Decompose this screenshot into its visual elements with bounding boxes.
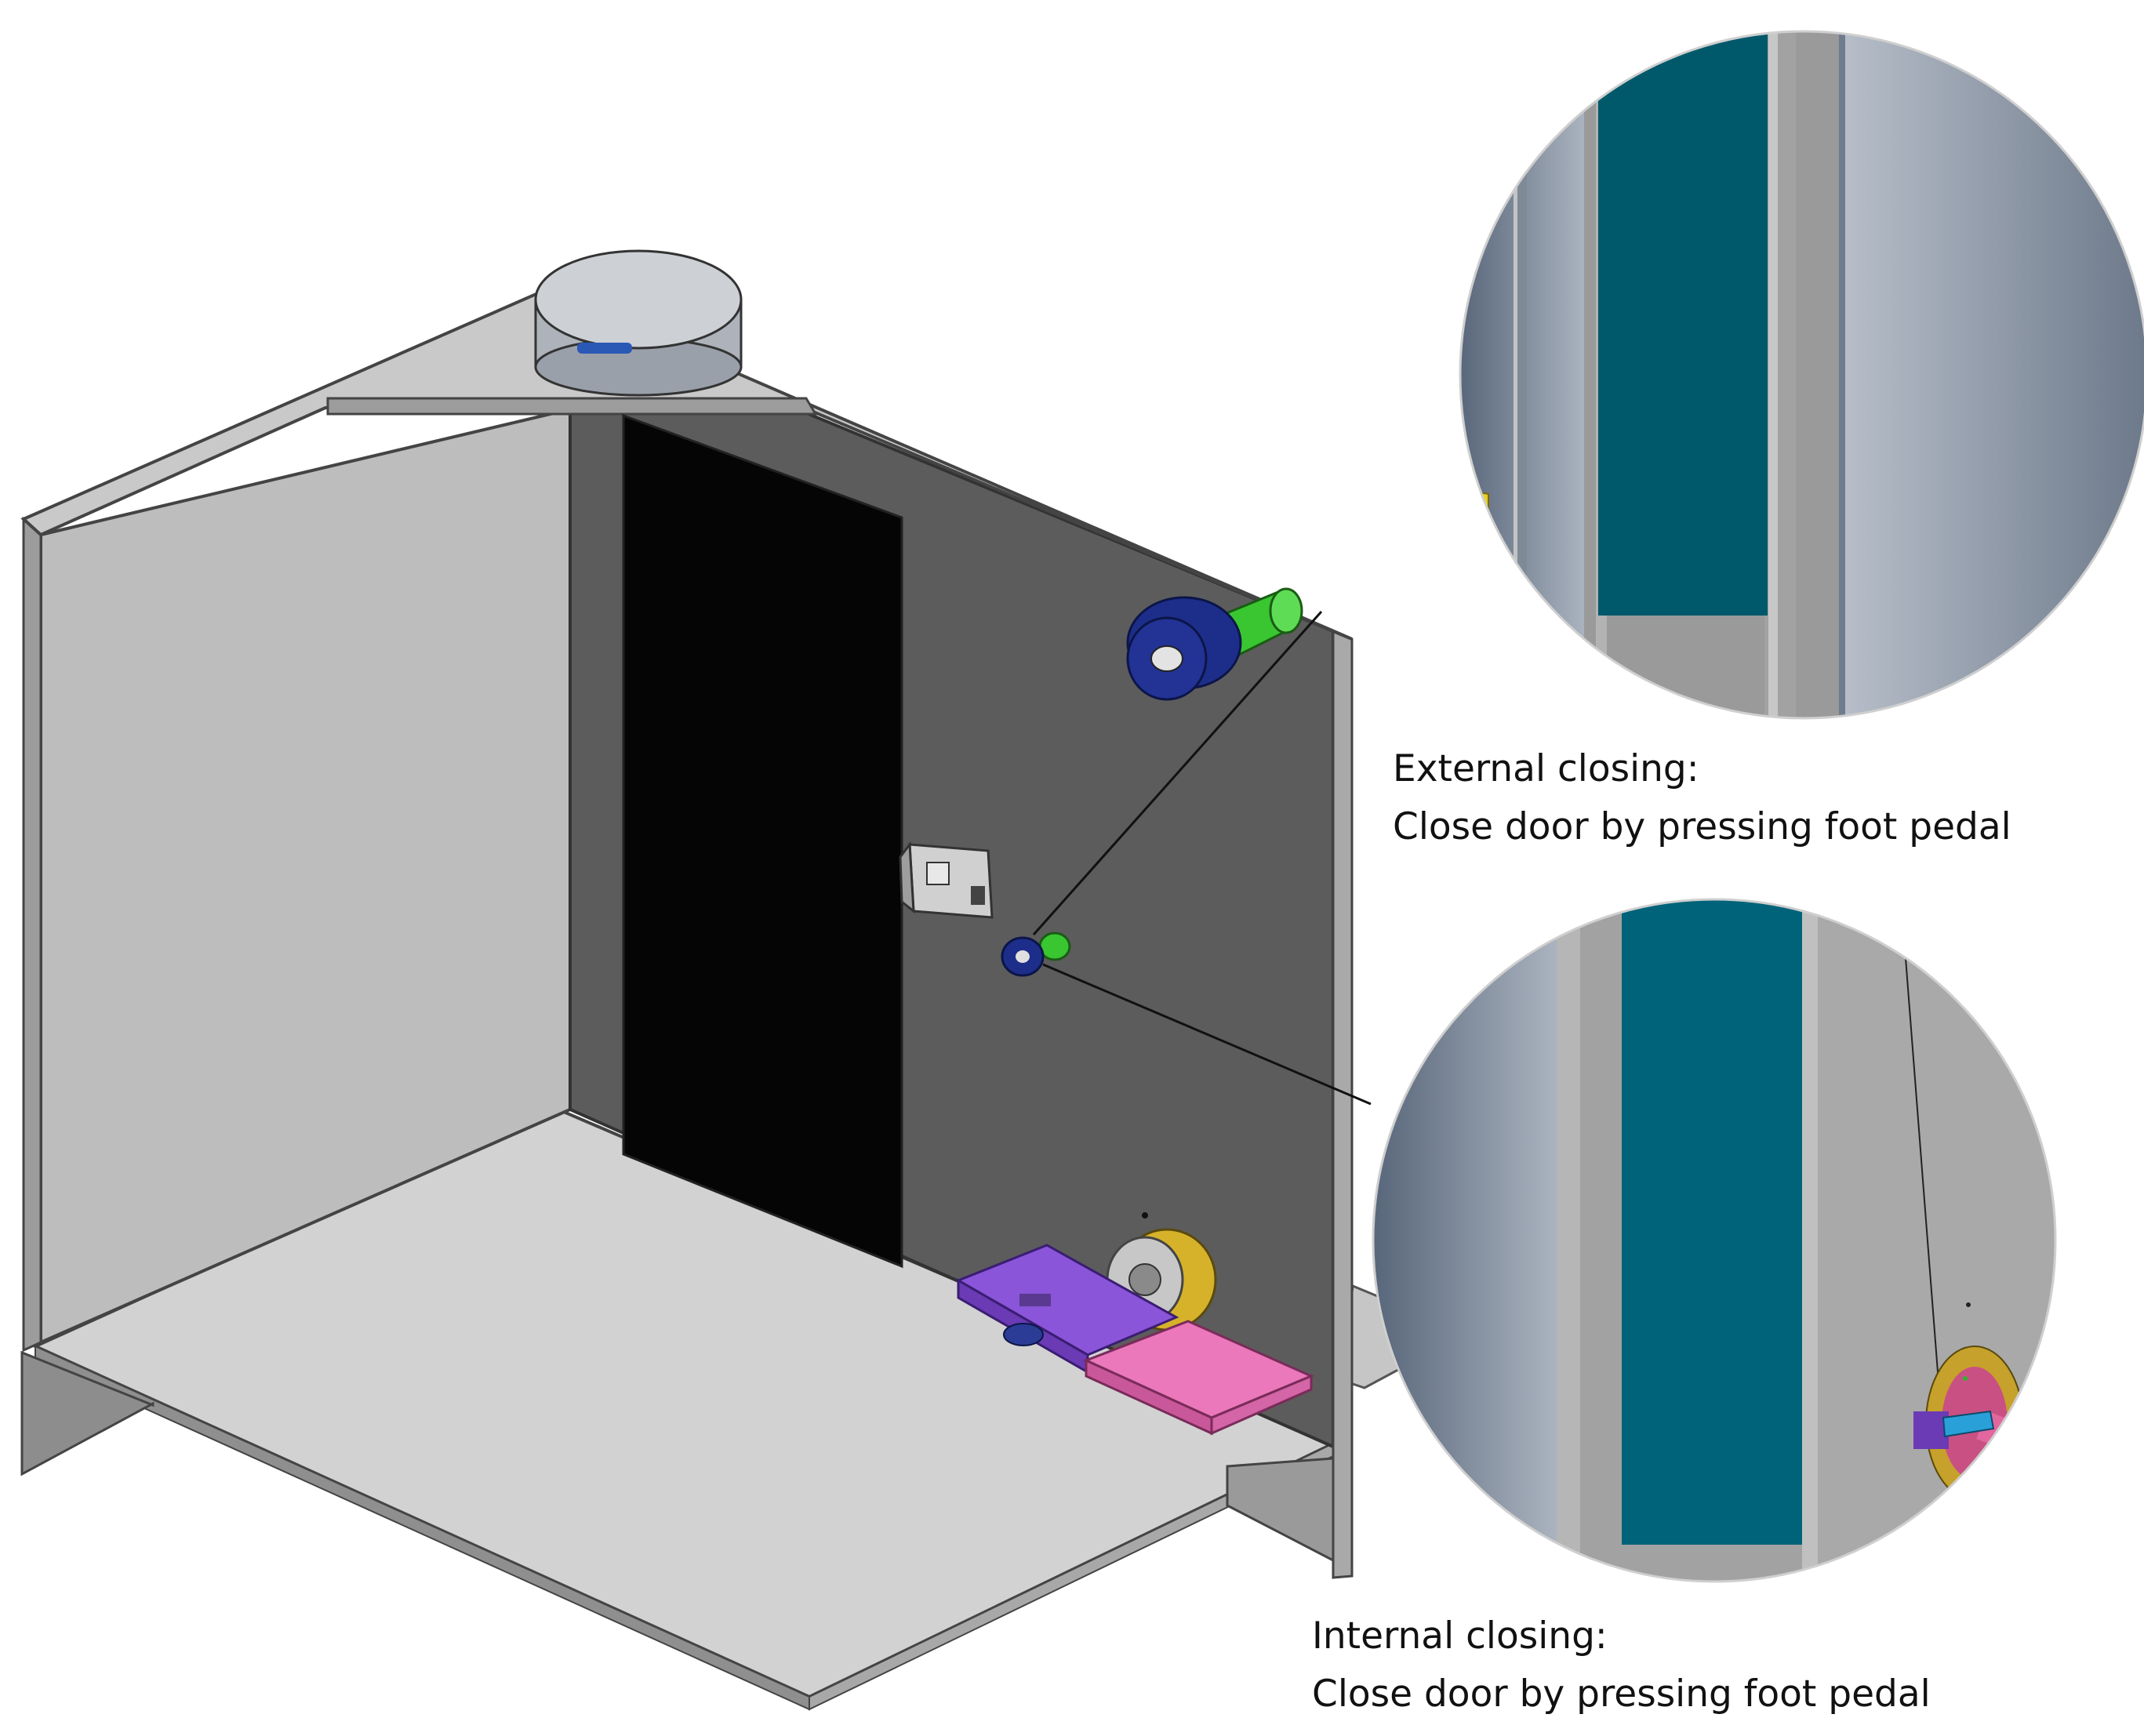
internal-closing-caption: Internal closing: Close door by pressing… <box>1312 1607 1931 1723</box>
booth-model <box>20 249 1470 1711</box>
foot-pedal-mechanism <box>955 1212 1314 1436</box>
right-floor-support <box>1226 1457 1335 1563</box>
left-wall-edge <box>22 516 42 1353</box>
internal-small-pulley <box>1893 918 1915 954</box>
internal-cable <box>1903 937 1944 1444</box>
external-closing-caption: External closing: Close door by pressing… <box>1393 740 2011 856</box>
external-closing-description: Close door by pressing foot pedal <box>1393 805 2011 848</box>
external-gear-ring <box>1388 430 1448 546</box>
internal-closing-title: Internal closing: <box>1312 1614 1608 1658</box>
internal-blue-pin <box>1942 1410 1995 1438</box>
internal-purple-block <box>1913 1411 1949 1449</box>
internal-closing-description: Close door by pressing foot pedal <box>1312 1672 1931 1716</box>
door-lock-box <box>899 841 994 919</box>
external-pulley <box>1407 326 1451 411</box>
left-floor-support <box>20 1350 154 1476</box>
roof-fan <box>534 249 743 397</box>
middle-pulley <box>1001 932 1071 977</box>
leader-line-external <box>1032 611 1323 935</box>
teal-channel-internal <box>1622 899 1802 1545</box>
external-closing-detail <box>1388 31 2144 718</box>
teal-channel-external <box>1598 31 1768 616</box>
yellow-latch-bar <box>1460 475 1489 524</box>
external-closing-title: External closing: <box>1393 747 1699 790</box>
door <box>622 413 903 1269</box>
upper-pulley <box>1126 587 1303 701</box>
leader-line-internal <box>1042 963 1372 1106</box>
right-wall-edge <box>1332 629 1354 1579</box>
internal-closing-detail <box>1373 899 2055 1582</box>
roof-lip <box>326 397 818 416</box>
